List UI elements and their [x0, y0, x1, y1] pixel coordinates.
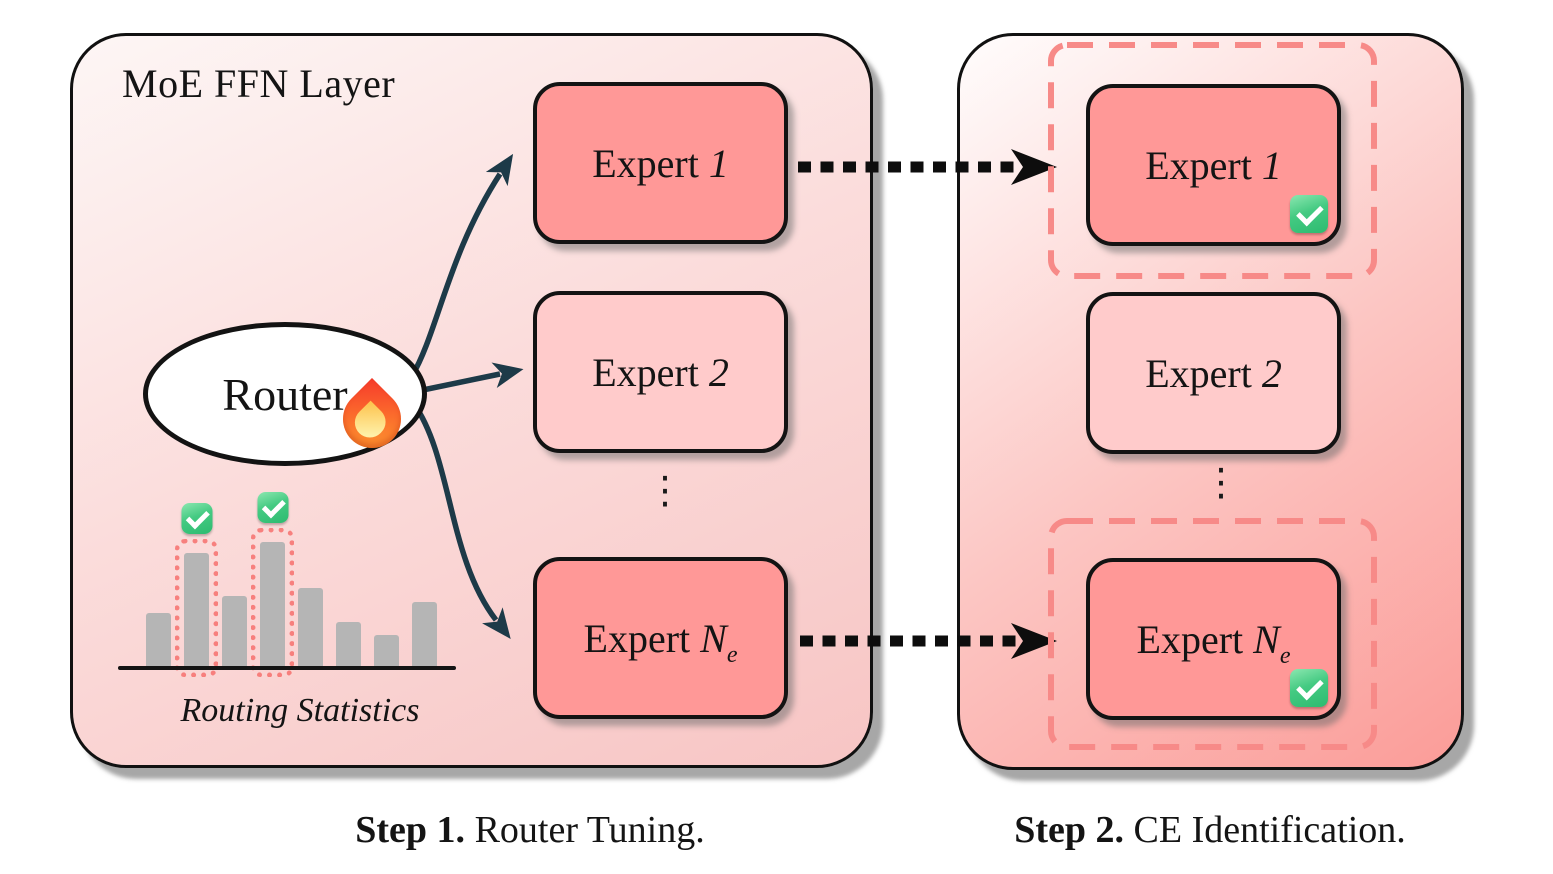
selected-bar-outline — [175, 539, 218, 677]
selected-bar-outline — [251, 528, 294, 677]
left-expert-2-box: Expert 2 — [533, 291, 788, 453]
right-expert-n-box: Expert Ne — [1086, 558, 1341, 720]
chart-axis-line — [118, 666, 456, 670]
check-icon — [1290, 195, 1328, 233]
expert-label: Expert Ne — [1136, 616, 1291, 669]
step1-caption: Step 1. Router Tuning. — [355, 809, 705, 851]
experts-ellipsis: ⋮ — [646, 468, 684, 512]
router-label: Router — [222, 368, 348, 420]
left-expert-n-box: Expert Ne — [533, 557, 788, 719]
expert-label: Expert 2 — [592, 349, 729, 395]
right-expert-2-box: Expert 2 — [1086, 292, 1341, 454]
routing-bars — [146, 492, 438, 677]
bar — [374, 635, 399, 668]
bar — [251, 492, 294, 677]
check-icon — [257, 492, 288, 523]
bar — [222, 596, 247, 668]
check-icon — [181, 503, 212, 534]
expert-label: Expert 2 — [1145, 350, 1282, 396]
bar — [412, 602, 437, 668]
bar — [146, 613, 171, 668]
right-expert-1-box: Expert 1 — [1086, 84, 1341, 246]
routing-statistics-label: Routing Statistics — [180, 692, 420, 729]
expert-label: Expert Ne — [583, 615, 738, 668]
bar — [336, 622, 361, 668]
bar — [175, 503, 218, 677]
experts-ellipsis: ⋮ — [1202, 460, 1240, 504]
panel-title: MoE FFN Layer — [122, 61, 396, 106]
left-expert-1-box: Expert 1 — [533, 82, 788, 244]
step2-caption: Step 2. CE Identification. — [1014, 809, 1406, 851]
check-icon — [1290, 669, 1328, 707]
expert-label: Expert 1 — [1145, 142, 1282, 188]
bar — [298, 588, 323, 668]
expert-label: Expert 1 — [592, 140, 729, 186]
